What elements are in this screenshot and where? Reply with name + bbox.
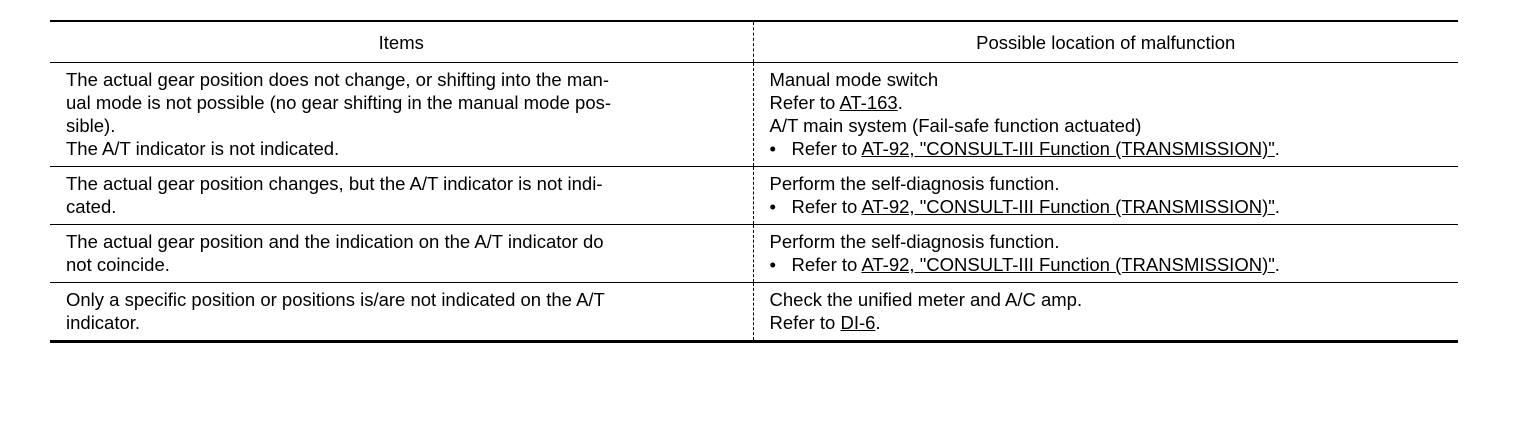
location-text: Check the unified meter and A/C amp. [769, 289, 1083, 310]
reference-line: • Refer to AT-92, "CONSULT-III Function (… [770, 195, 1447, 218]
location-cell: Manual mode switch Refer to AT-163. A/T … [753, 62, 1458, 167]
reference-suffix: . [1274, 138, 1280, 159]
reference-link-at-92[interactable]: AT-92, "CONSULT-III Function (TRANSMISSI… [861, 254, 1275, 275]
reference-prefix: Refer to [769, 312, 841, 333]
symptom-line: Only a specific position or positions is… [66, 289, 605, 310]
reference-suffix: . [897, 92, 903, 113]
symptom-line: cated. [66, 196, 117, 217]
symptom-line: The actual gear position changes, but th… [66, 173, 603, 194]
location-cell: Perform the self-diagnosis function. • Re… [753, 224, 1458, 283]
reference-prefix: Refer to [791, 254, 862, 275]
reference-suffix: . [875, 312, 881, 333]
table-row: The actual gear position and the indicat… [50, 224, 1458, 283]
reference-link-di-6[interactable]: DI-6 [840, 312, 876, 333]
reference-prefix: Refer to [791, 138, 862, 159]
table-header-row: Items Possible location of malfunction [50, 21, 1458, 63]
symptom-line: indicator. [66, 312, 141, 333]
table-row: The actual gear position changes, but th… [50, 166, 1458, 225]
malfunction-table: Items Possible location of malfunction T… [50, 20, 1458, 343]
reference-line: • Refer to AT-92, "CONSULT-III Function (… [770, 253, 1447, 276]
symptom-cell: The actual gear position and the indicat… [50, 224, 754, 283]
location-cell: Perform the self-diagnosis function. • Re… [753, 166, 1458, 225]
symptom-line: sible). [66, 115, 116, 136]
symptom-line: The A/T indicator is not indicated. [66, 138, 340, 159]
bullet-icon: • [769, 254, 776, 275]
header-location: Possible location of malfunction [753, 21, 1458, 63]
reference-line: Refer to DI-6. [770, 311, 1447, 334]
reference-line: • Refer to AT-92, "CONSULT-III Function (… [770, 137, 1447, 160]
reference-suffix: . [1274, 196, 1280, 217]
table-row: Only a specific position or positions is… [50, 282, 1458, 343]
location-text: Perform the self-diagnosis function. [769, 173, 1060, 194]
location-text: Perform the self-diagnosis function. [769, 231, 1060, 252]
reference-suffix: . [1274, 254, 1280, 275]
reference-link-at-92[interactable]: AT-92, "CONSULT-III Function (TRANSMISSI… [861, 196, 1275, 217]
symptom-cell: Only a specific position or positions is… [50, 282, 754, 343]
reference-link-at-163[interactable]: AT-163 [839, 92, 898, 113]
symptom-line: The actual gear position and the indicat… [66, 231, 604, 252]
symptom-line: not coincide. [66, 254, 170, 275]
symptom-line: The actual gear position does not change… [66, 69, 610, 90]
bullet-icon: • [769, 196, 776, 217]
reference-link-at-92[interactable]: AT-92, "CONSULT-III Function (TRANSMISSI… [861, 138, 1275, 159]
reference-line: Refer to AT-163. [770, 91, 1447, 114]
reference-prefix: Refer to [769, 92, 840, 113]
bullet-icon: • [769, 138, 776, 159]
location-cell: Check the unified meter and A/C amp. Ref… [753, 282, 1458, 343]
symptom-cell: The actual gear position changes, but th… [50, 166, 754, 225]
location-text: Manual mode switch [769, 69, 939, 90]
header-items: Items [50, 21, 754, 63]
location-text: A/T main system (Fail-safe function actu… [769, 115, 1142, 136]
symptom-line: ual mode is not possible (no gear shifti… [66, 92, 612, 113]
table-row: The actual gear position does not change… [50, 62, 1458, 167]
reference-prefix: Refer to [791, 196, 862, 217]
symptom-cell: The actual gear position does not change… [50, 62, 754, 167]
